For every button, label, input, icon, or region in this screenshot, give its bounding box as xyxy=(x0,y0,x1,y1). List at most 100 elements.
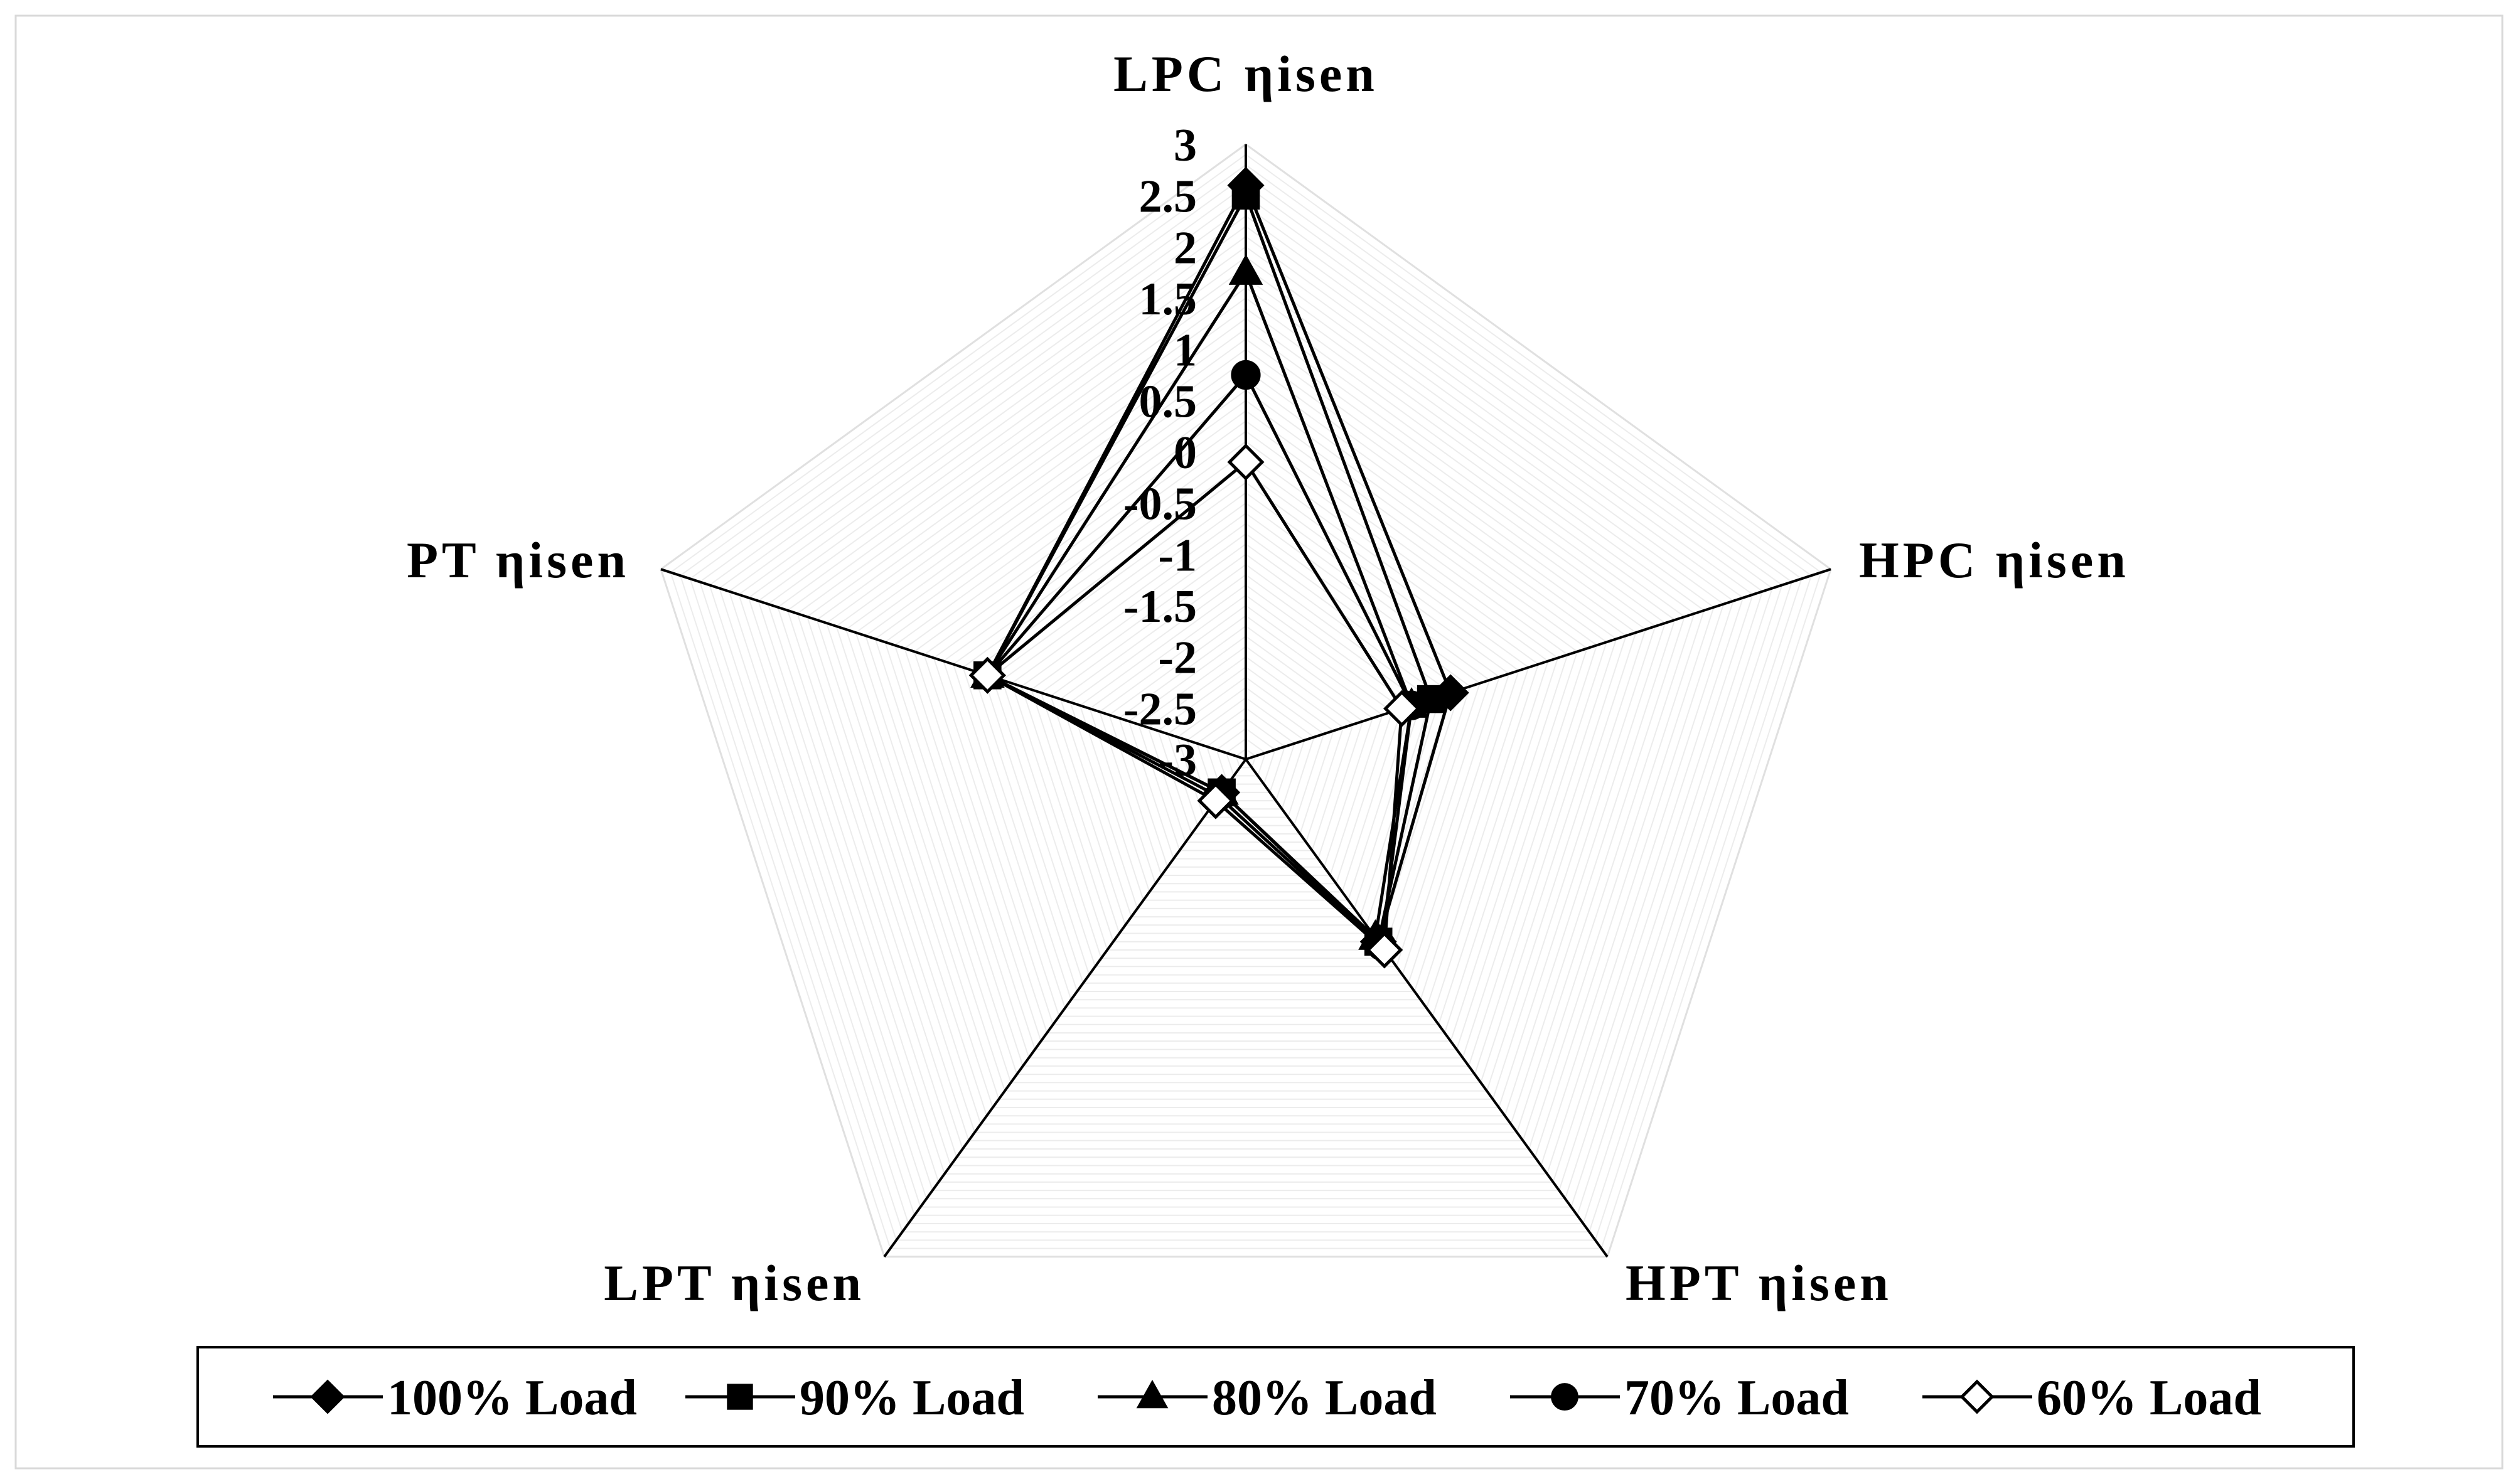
grid-ring xyxy=(1089,594,1403,893)
series-point xyxy=(1383,690,1421,727)
grid-ring xyxy=(825,318,1666,1117)
legend-item-1: 90% Load xyxy=(685,1370,1024,1426)
grid-ring xyxy=(943,440,1549,1017)
grid-ring xyxy=(786,277,1705,1150)
grid-ring xyxy=(933,430,1559,1025)
axis-title-lpc: LPC ηisen xyxy=(1113,45,1378,102)
grid-ring xyxy=(728,215,1764,1200)
grid-ring xyxy=(835,328,1656,1108)
tick-label: -2.5 xyxy=(1123,683,1197,735)
grid-ring xyxy=(1186,697,1305,810)
legend-item-4: 60% Load xyxy=(1922,1370,2261,1426)
grid-ring xyxy=(904,400,1588,1050)
grid-ring xyxy=(1157,666,1334,835)
series-point xyxy=(1197,782,1235,819)
axis-title-pt: PT ηisen xyxy=(407,531,630,589)
legend-item-0: 100% Load xyxy=(273,1370,637,1426)
legend-label: 80% Load xyxy=(1212,1370,1437,1426)
legend-marker xyxy=(1959,1379,1995,1414)
tick-label: -1.5 xyxy=(1123,581,1197,633)
grid-ring xyxy=(1128,635,1364,860)
grid-outer-ring xyxy=(660,143,1832,1258)
grid-ring xyxy=(855,348,1637,1092)
tick-label: -0.5 xyxy=(1123,479,1197,530)
grid-ring xyxy=(1098,604,1393,885)
grid-ring xyxy=(1196,707,1295,802)
grid-ring xyxy=(1011,512,1481,959)
grid-ring xyxy=(699,184,1793,1224)
legend-marker xyxy=(1551,1383,1578,1411)
grid-ring xyxy=(679,164,1813,1241)
grid-ring xyxy=(806,297,1686,1133)
grid-ring xyxy=(1108,615,1383,876)
tick-label: 1 xyxy=(1174,325,1197,376)
legend-item-3: 70% Load xyxy=(1510,1370,1849,1426)
grid-ring xyxy=(991,492,1501,976)
grid-ring xyxy=(1031,533,1461,942)
legend-label: 90% Load xyxy=(800,1370,1024,1426)
legend-label: 70% Load xyxy=(1624,1370,1849,1426)
radial-tick-labels: 32.521.510.50-0.5-1-1.5-2-2.5-3 xyxy=(1123,120,1197,786)
tick-label: 0.5 xyxy=(1139,376,1197,427)
series-point xyxy=(1231,181,1260,210)
tick-label: -1 xyxy=(1158,530,1197,581)
radar-spokes xyxy=(660,144,1831,1257)
tick-label: -3 xyxy=(1158,735,1197,786)
axis-title-hpt: HPT ηisen xyxy=(1626,1254,1892,1311)
tick-label: 0 xyxy=(1174,427,1197,479)
spoke-3 xyxy=(883,758,1247,1257)
series-line xyxy=(985,372,1413,949)
grid-ring xyxy=(689,174,1803,1233)
grid-ring xyxy=(1225,738,1267,777)
grid-ring xyxy=(670,154,1822,1249)
grid-ring xyxy=(796,287,1695,1141)
grid-ring xyxy=(952,451,1540,1009)
spoke-4 xyxy=(660,568,1246,761)
radar-gridlines xyxy=(660,143,1832,1258)
series-point xyxy=(1228,254,1263,285)
grid-ring xyxy=(1216,727,1276,785)
grid-ring xyxy=(709,195,1783,1216)
grid-ring xyxy=(1118,625,1374,868)
axis-title-hpc: HPC ηisen xyxy=(1859,531,2130,589)
grid-ring xyxy=(1235,748,1256,769)
grid-ring xyxy=(1021,523,1471,951)
series-4 xyxy=(968,443,1421,969)
grid-ring xyxy=(923,420,1568,1034)
grid-ring xyxy=(913,410,1578,1042)
grid-ring xyxy=(894,389,1598,1059)
grid-ring xyxy=(719,205,1773,1208)
axis-title-lpt: LPT ηisen xyxy=(604,1254,865,1311)
grid-ring xyxy=(1050,553,1442,926)
tick-label: 1.5 xyxy=(1139,274,1197,325)
grid-ring xyxy=(884,379,1607,1067)
grid-ring xyxy=(865,358,1627,1084)
legend-marker xyxy=(1136,1379,1169,1409)
legend: 100% Load 90% Load 80% Load 70% Load 60% Loa… xyxy=(196,1346,2355,1448)
grid-ring xyxy=(845,338,1647,1100)
grid-ring xyxy=(1069,574,1422,909)
grid-ring xyxy=(758,246,1734,1175)
tick-label: 2 xyxy=(1174,222,1197,274)
grid-ring xyxy=(1137,646,1354,851)
grid-ring xyxy=(777,266,1715,1158)
series-point xyxy=(1231,360,1261,390)
radar-series xyxy=(968,166,1469,969)
grid-ring xyxy=(1079,584,1413,901)
spoke-2 xyxy=(1245,758,1609,1257)
grid-ring xyxy=(747,235,1744,1183)
series-line xyxy=(984,459,1404,954)
legend-item-2: 80% Load xyxy=(1098,1370,1437,1426)
legend-marker xyxy=(310,1379,345,1414)
legend-label: 100% Load xyxy=(387,1370,637,1426)
grid-ring xyxy=(767,256,1725,1166)
chart-border xyxy=(14,14,2504,1470)
grid-ring xyxy=(738,225,1754,1192)
tick-label: 2.5 xyxy=(1139,171,1197,223)
spoke-1 xyxy=(1245,568,1831,761)
tick-label: -2 xyxy=(1158,633,1197,684)
grid-ring xyxy=(1206,717,1286,793)
series-point xyxy=(968,656,1006,694)
grid-ring xyxy=(1040,543,1452,934)
